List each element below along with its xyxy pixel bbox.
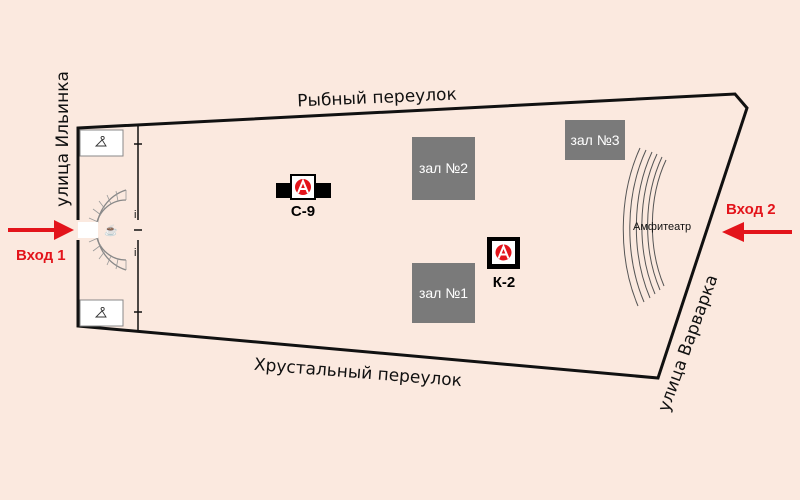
street-north-label: Рыбный переулок xyxy=(297,85,457,112)
hanger-icon xyxy=(94,135,107,147)
booth-c9-label: С-9 xyxy=(291,203,315,220)
street-west-label: улица Ильинка xyxy=(53,71,73,207)
building-outline xyxy=(76,92,749,380)
hall-2-block xyxy=(412,137,475,200)
entrance-1-arrow-icon xyxy=(8,220,74,240)
booth-k2 xyxy=(487,237,520,269)
amphitheater-rows xyxy=(622,147,667,307)
amphitheater-label: Амфитеатр xyxy=(633,221,691,233)
entrance-2-label: Вход 2 xyxy=(726,201,776,218)
entrance-1-label: Вход 1 xyxy=(16,247,66,264)
hall-3-block xyxy=(565,120,625,160)
door-mark: i xyxy=(134,209,136,221)
street-south-label: Хрустальный переулок xyxy=(253,355,462,391)
hall-2-label: зал №2 xyxy=(419,160,468,176)
entrance-2-arrow-icon xyxy=(722,222,792,242)
hall-1-label: зал №1 xyxy=(419,285,468,301)
svg-text:☕: ☕ xyxy=(104,223,118,237)
staircase: ☕ xyxy=(78,189,127,271)
wardrobe-top xyxy=(79,129,124,157)
booth-c9 xyxy=(276,174,331,200)
wardrobe-bottom xyxy=(79,299,124,327)
hall-3-label: зал №3 xyxy=(570,132,619,148)
hall-1-block xyxy=(412,263,475,323)
door-mark: i xyxy=(134,247,136,259)
booth-k2-label: К-2 xyxy=(493,274,516,291)
hanger-icon xyxy=(94,306,107,318)
street-east-label: улица Варварка xyxy=(654,272,722,414)
